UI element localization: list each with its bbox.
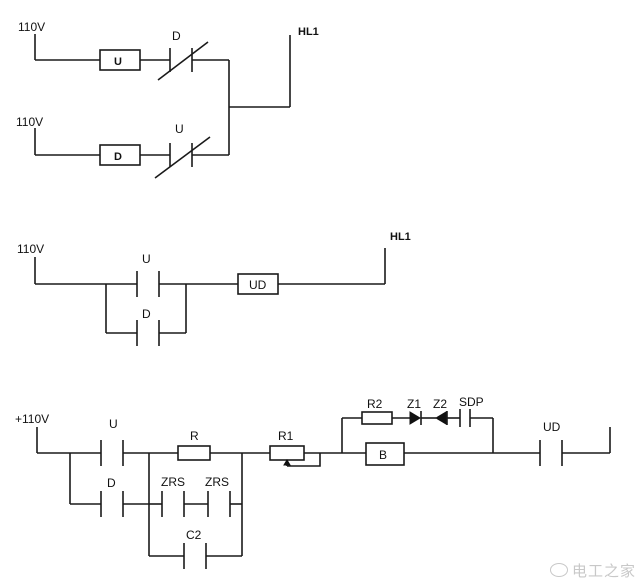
resistor-r1 [269, 445, 305, 461]
lamp-hl1-label: HL1 [390, 231, 411, 243]
zrs-2-label: ZRS [205, 475, 229, 489]
relay-coil-ud-label: UD [249, 278, 267, 292]
circuit-3: +110V U D R ZRS ZRS C2 R1 [15, 395, 611, 569]
contact-u-label: U [109, 417, 118, 431]
capacitor-c2-label: C2 [186, 528, 202, 542]
contact-u-label: U [142, 252, 151, 266]
diode-z1-symbol [409, 411, 421, 425]
supply-label-top: 110V [18, 20, 45, 34]
watermark-text: 电工之家 [571, 562, 636, 580]
diode-z2-symbol [435, 411, 447, 425]
supply-label: 110V [17, 242, 44, 256]
diode-z1-label: Z1 [407, 397, 421, 411]
wire [287, 453, 321, 467]
contact-d-label: D [107, 476, 116, 490]
chat-bubble-icon [549, 563, 568, 577]
contact-d-label: D [142, 307, 151, 321]
resistor-r2-label: R2 [367, 397, 383, 411]
circuit-2: 110V U D UD HL1 [17, 231, 411, 346]
zrs-1-label: ZRS [161, 475, 185, 489]
contact-sdp-label: SDP [459, 395, 484, 409]
contact-u-label: U [175, 122, 184, 136]
resistor-r2 [361, 411, 393, 425]
relay-coil-b-label: B [379, 448, 387, 462]
supply-label-bottom: 110V [16, 115, 43, 129]
relay-coil-b [365, 442, 405, 466]
supply-label: +110V [15, 412, 49, 426]
contact-slash [157, 41, 209, 81]
contact-ud-label: UD [543, 420, 561, 434]
lamp-hl1-label: HL1 [298, 26, 319, 38]
contact-slash [154, 136, 211, 179]
wiper-arrow [283, 459, 291, 466]
relay-coil-d-label: D [114, 151, 122, 163]
diode-z2-label: Z2 [433, 397, 447, 411]
circuit-1: 110V U D 110V D U HL1 [16, 20, 319, 179]
contact-d-label: D [172, 29, 181, 43]
relay-coil-u-label: U [114, 56, 122, 68]
resistor-r1-label: R1 [278, 429, 294, 443]
resistor-r-label: R [190, 429, 199, 443]
resistor-r [177, 445, 211, 461]
watermark: 电工之家 [549, 560, 636, 581]
